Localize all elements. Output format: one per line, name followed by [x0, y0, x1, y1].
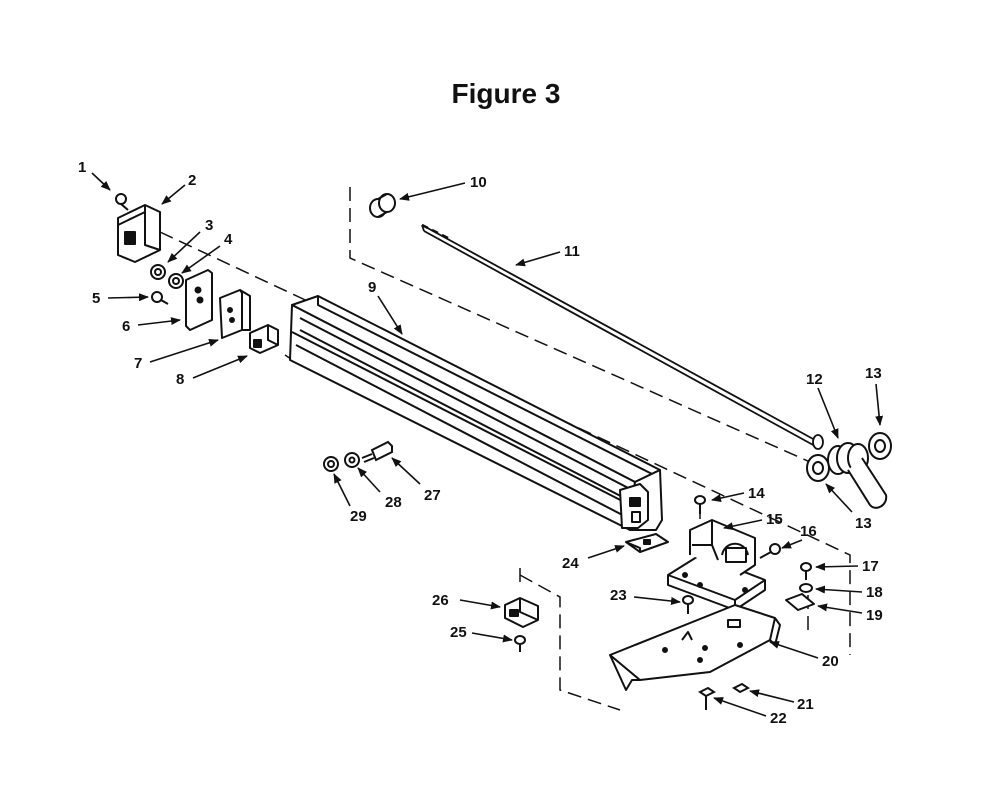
rail-extrusion: [289, 295, 663, 531]
svg-text:25: 25: [450, 624, 467, 641]
callout-3: 3: [167, 217, 213, 263]
screw-14: [694, 495, 706, 514]
screw-16: [759, 543, 781, 559]
svg-text:6: 6: [122, 318, 130, 335]
callout-16: 16: [781, 523, 817, 549]
svg-text:1: 1: [78, 159, 86, 176]
svg-text:17: 17: [862, 558, 879, 575]
svg-text:10: 10: [470, 174, 487, 191]
mounting-plate: [185, 269, 213, 331]
svg-text:12: 12: [806, 371, 823, 388]
svg-text:26: 26: [432, 592, 449, 609]
end-cap: [117, 204, 161, 263]
angle-bracket: [219, 289, 251, 339]
svg-text:21: 21: [797, 696, 814, 713]
svg-text:5: 5: [92, 290, 100, 307]
screw-5: [151, 291, 169, 305]
guide-block: [249, 324, 279, 354]
svg-text:9: 9: [368, 279, 376, 296]
callout-6: 6: [122, 317, 181, 335]
screw-washer-17-18: [799, 562, 813, 593]
callout-9: 9: [368, 279, 403, 335]
svg-text:14: 14: [748, 485, 765, 502]
svg-text:11: 11: [564, 243, 580, 260]
callout-18: 18: [815, 584, 883, 601]
svg-text:15: 15: [766, 511, 783, 528]
lock-handle: [806, 432, 892, 509]
callout-2: 2: [161, 172, 196, 205]
callout-28: 28: [357, 467, 402, 511]
base-fasteners: [698, 682, 750, 710]
svg-text:19: 19: [866, 607, 883, 624]
figure-title: Figure 3: [451, 78, 561, 109]
svg-text:2: 2: [188, 172, 196, 189]
svg-text:13: 13: [865, 365, 882, 382]
svg-text:8: 8: [176, 371, 184, 388]
callout-14: 14: [711, 485, 765, 502]
callout-7: 7: [134, 338, 219, 372]
callout-15: 15: [723, 511, 783, 531]
callout-10: 10: [399, 174, 487, 201]
svg-text:7: 7: [134, 355, 142, 372]
clamp-clip: [785, 593, 815, 611]
callout-17: 17: [815, 558, 879, 575]
callout-5: 5: [92, 290, 149, 307]
slide-block: [504, 597, 539, 652]
rod: [421, 223, 824, 450]
callout-19: 19: [817, 603, 883, 624]
callout-13b: 13: [825, 483, 872, 532]
svg-text:27: 27: [424, 487, 441, 504]
callout-21: 21: [749, 689, 814, 713]
callout-27: 27: [391, 457, 441, 504]
svg-text:16: 16: [800, 523, 817, 540]
callout-25: 25: [450, 624, 513, 643]
svg-text:29: 29: [350, 508, 367, 525]
callout-13a: 13: [865, 365, 884, 426]
svg-text:3: 3: [205, 217, 213, 234]
callout-20: 20: [769, 641, 839, 670]
svg-text:4: 4: [224, 231, 233, 248]
callouts: 1 2 3 4 5 6 7: [78, 159, 884, 727]
callout-24: 24: [562, 545, 625, 572]
svg-text:20: 20: [822, 653, 839, 670]
nut-washer: [150, 264, 184, 289]
callout-11: 11: [515, 243, 580, 267]
callout-29: 29: [333, 473, 367, 525]
svg-text:18: 18: [866, 584, 883, 601]
svg-text:23: 23: [610, 587, 627, 604]
rail-clip: [625, 533, 669, 553]
screw-23: [682, 595, 694, 614]
base-plate: [609, 604, 781, 691]
callout-8: 8: [176, 355, 248, 388]
callout-12: 12: [806, 371, 839, 439]
rear-bracket: [667, 519, 766, 611]
callout-4: 4: [181, 231, 233, 274]
svg-text:22: 22: [770, 710, 787, 727]
callout-1: 1: [78, 159, 111, 191]
callout-26: 26: [432, 592, 501, 610]
svg-text:24: 24: [562, 555, 579, 572]
rod-cap: [369, 193, 396, 218]
callout-23: 23: [610, 587, 681, 606]
bolt-set: [323, 440, 393, 472]
screw-1: [115, 193, 129, 211]
callout-22: 22: [713, 697, 787, 727]
svg-text:28: 28: [385, 494, 402, 511]
svg-text:13: 13: [855, 515, 872, 532]
